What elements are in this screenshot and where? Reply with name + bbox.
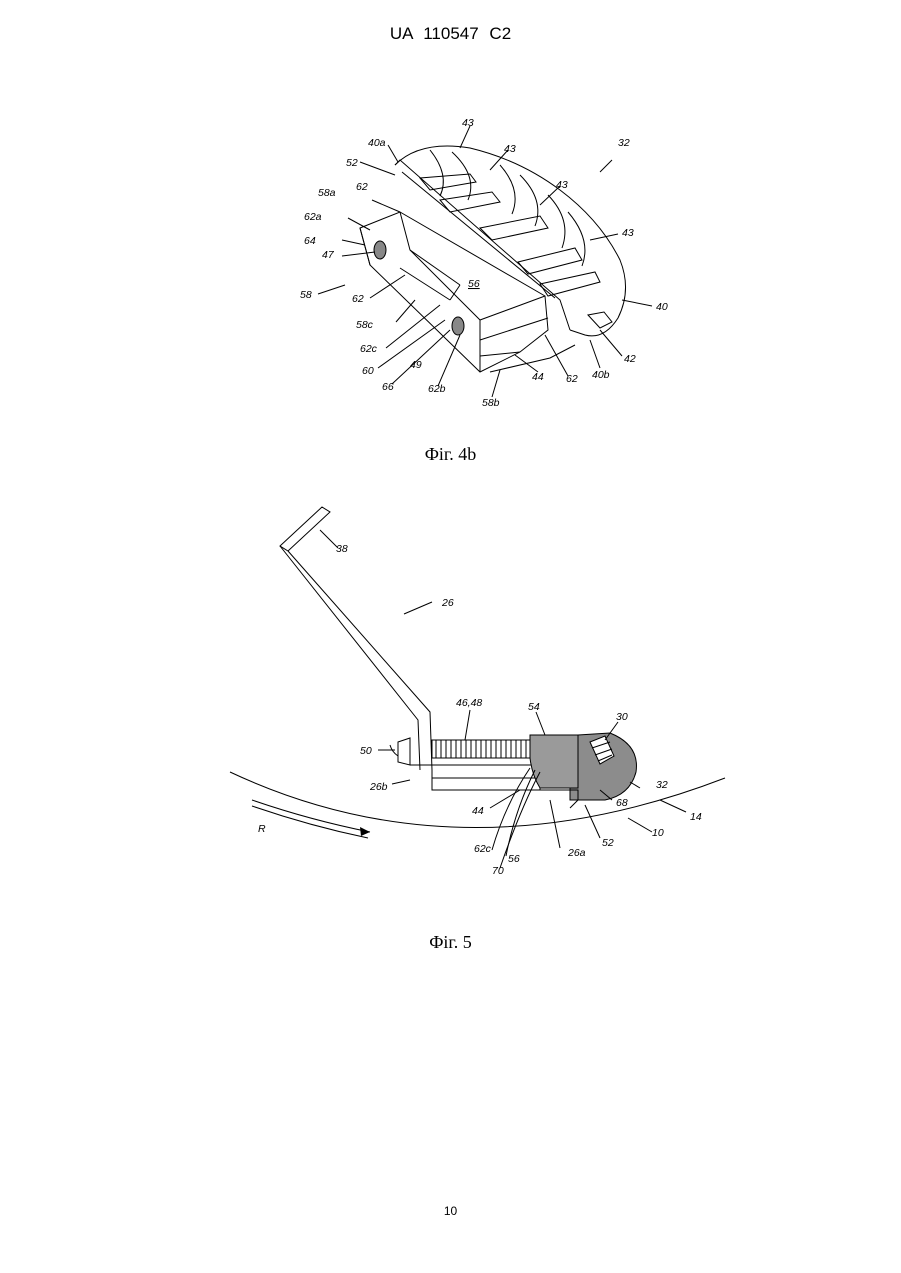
patent-number: UA 110547 C2 <box>0 24 901 44</box>
label-62b: 62b <box>428 383 446 395</box>
label-26: 26 <box>441 597 454 609</box>
label-62: 62 <box>566 373 578 385</box>
label-50: 50 <box>360 745 372 757</box>
figure-4b-drawing: 32 43 43 43 43 40a 52 62 58a 62a 64 47 5… <box>0 100 901 430</box>
label-40a: 40a <box>368 137 386 149</box>
label-46-48: 46,48 <box>456 697 482 709</box>
label-64: 64 <box>304 235 316 247</box>
label-43: 43 <box>462 117 474 129</box>
label-70: 70 <box>492 865 504 877</box>
figure-5-drawing: 38 26 46,48 54 30 50 26b 32 68 14 44 52 … <box>0 495 901 900</box>
label-60: 60 <box>362 365 374 377</box>
label-32: 32 <box>656 779 668 791</box>
label-43: 43 <box>556 179 568 191</box>
label-26b: 26b <box>369 781 388 793</box>
label-68: 68 <box>616 797 628 809</box>
label-58a: 58a <box>318 187 336 199</box>
label-62: 62 <box>356 181 368 193</box>
label-54: 54 <box>528 701 540 713</box>
label-42: 42 <box>624 353 636 365</box>
label-62c: 62c <box>474 843 492 855</box>
label-49: 49 <box>410 359 422 371</box>
label-26a: 26a <box>567 847 586 859</box>
label-52: 52 <box>602 837 614 849</box>
label-30: 30 <box>616 711 628 723</box>
label-47: 47 <box>322 249 335 261</box>
page-number: 10 <box>0 1204 901 1218</box>
label-62a: 62a <box>304 211 322 223</box>
label-R: R <box>258 823 266 835</box>
label-32: 32 <box>618 137 630 149</box>
label-58b: 58b <box>482 397 500 409</box>
label-40: 40 <box>656 301 668 313</box>
label-56: 56 <box>508 853 520 865</box>
label-10: 10 <box>652 827 664 839</box>
figure-4b-caption: Фіг. 4b <box>0 444 901 465</box>
label-40b: 40b <box>592 369 610 381</box>
label-43: 43 <box>622 227 634 239</box>
label-62: 62 <box>352 293 364 305</box>
figure-5-caption: Фіг. 5 <box>0 932 901 953</box>
label-43: 43 <box>504 143 516 155</box>
label-56: 56 <box>468 278 480 290</box>
label-14: 14 <box>690 811 702 823</box>
label-44: 44 <box>532 371 544 383</box>
label-66: 66 <box>382 381 394 393</box>
label-44: 44 <box>472 805 484 817</box>
label-58: 58 <box>300 289 312 301</box>
label-38: 38 <box>336 543 348 555</box>
label-58c: 58c <box>356 319 374 331</box>
label-62c: 62c <box>360 343 378 355</box>
label-52: 52 <box>346 157 358 169</box>
